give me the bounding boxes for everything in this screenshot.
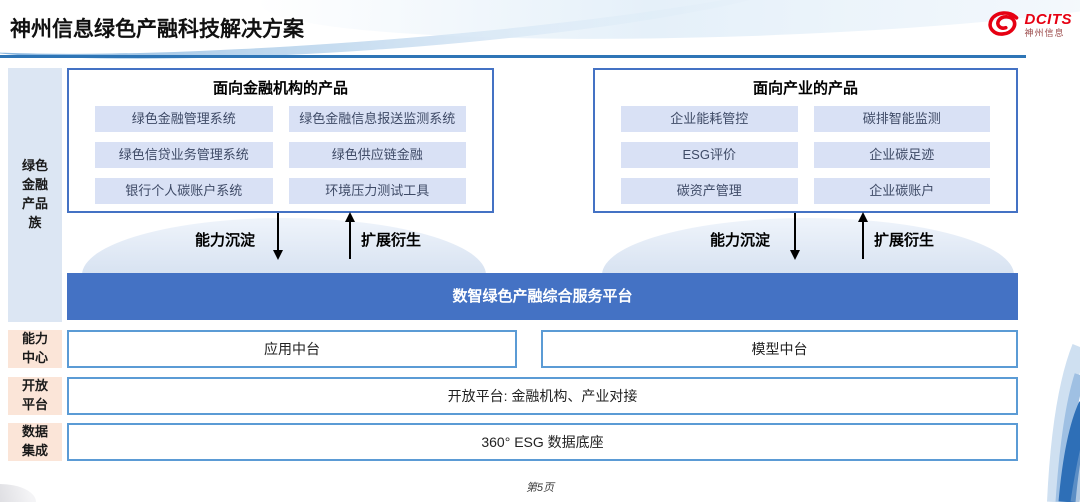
sidebar-green-finance-family: 绿色金融产品族 xyxy=(8,68,62,322)
capability-sink-label: 能力沉淀 xyxy=(710,232,771,249)
product-item: 绿色供应链金融 xyxy=(288,142,466,168)
product-box-financial: 面向金融机构的产品 绿色金融管理系统 绿色金融信息报送监测系统 绿色信贷业务管理… xyxy=(67,68,494,213)
product-item: 绿色金融信息报送监测系统 xyxy=(288,106,466,132)
sidebar-open-label: 开放平台 xyxy=(21,378,48,412)
product-item: 银行个人碳账户系统 xyxy=(95,178,273,204)
layer-app-middle-platform: 应用中台 xyxy=(67,330,517,368)
sidebar-data-integration: 数据集成 xyxy=(8,423,62,461)
capability-sink-label: 能力沉淀 xyxy=(195,232,256,249)
bottom-right-swoosh-decoration xyxy=(1047,344,1080,502)
logo-brand: DCITS xyxy=(1024,11,1072,28)
product-item: 绿色信贷业务管理系统 xyxy=(95,142,273,168)
sidebar-capability-center: 能力中心 xyxy=(8,330,62,368)
product-box-financial-title: 面向金融机构的产品 xyxy=(212,80,348,97)
product-item: 企业能耗管控 xyxy=(621,106,798,132)
layer-model-middle-platform: 模型中台 xyxy=(541,330,1018,368)
layer-open-label: 开放平台: 金融机构、产业对接 xyxy=(447,388,638,404)
layer-esg-data-base: 360° ESG 数据底座 xyxy=(67,423,1018,461)
product-box-industry-title: 面向产业的产品 xyxy=(752,80,858,97)
sidebar-data-label: 数据集成 xyxy=(21,424,48,458)
dome-decoration-right xyxy=(602,218,1014,275)
product-item: 企业碳足迹 xyxy=(813,142,990,168)
product-item: 碳排智能监测 xyxy=(813,106,990,132)
product-item: ESG评价 xyxy=(621,142,798,168)
up-arrow-icon xyxy=(858,212,868,259)
page-number: 第5页 xyxy=(525,482,555,494)
expand-derive-label: 扩展衍生 xyxy=(874,232,935,249)
down-arrow-icon xyxy=(790,213,800,260)
header-divider xyxy=(0,55,1026,58)
product-item: 碳资产管理 xyxy=(621,178,798,204)
logo-text: DCITS 神州信息 xyxy=(1025,12,1073,38)
layer-open-platform: 开放平台: 金融机构、产业对接 xyxy=(67,377,1018,415)
logo-swoosh-icon xyxy=(987,11,1018,36)
product-item: 环境压力测试工具 xyxy=(288,178,466,204)
layer-model-label: 模型中台 xyxy=(751,341,808,357)
layer-data-label: 360° ESG 数据底座 xyxy=(481,434,604,450)
expand-derive-label: 扩展衍生 xyxy=(361,232,422,249)
product-box-industry: 面向产业的产品 企业能耗管控 碳排智能监测 ESG评价 企业碳足迹 碳资产管理 … xyxy=(593,68,1018,213)
product-item: 企业碳账户 xyxy=(813,178,990,204)
page-title: 神州信息绿色产融科技解决方案 xyxy=(10,18,304,41)
layer-app-label: 应用中台 xyxy=(264,341,320,357)
sidebar-open-platform: 开放平台 xyxy=(8,377,62,415)
product-grid-financial: 绿色金融管理系统 绿色金融信息报送监测系统 绿色信贷业务管理系统 绿色供应链金融… xyxy=(69,106,492,204)
platform-bar: 数智绿色产融综合服务平台 xyxy=(67,273,1018,320)
product-grid-industry: 企业能耗管控 碳排智能监测 ESG评价 企业碳足迹 碳资产管理 企业碳账户 xyxy=(595,106,1016,204)
sidebar-capability-label: 能力中心 xyxy=(21,331,48,365)
up-arrow-icon xyxy=(345,212,355,259)
company-logo: DCITS 神州信息 xyxy=(987,11,1073,39)
product-item: 绿色金融管理系统 xyxy=(95,106,273,132)
logo-brand-cn: 神州信息 xyxy=(1024,28,1065,38)
down-arrow-icon xyxy=(273,213,283,260)
sidebar-family-label: 绿色金融产品族 xyxy=(21,158,48,230)
